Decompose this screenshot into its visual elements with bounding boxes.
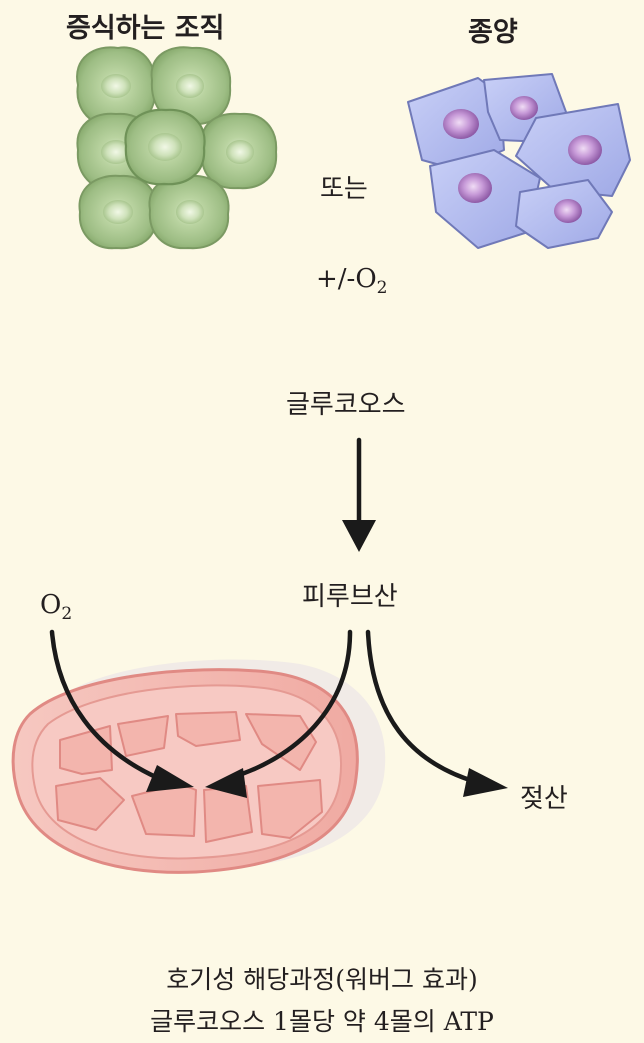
oxygen-condition-label: +/-O2 [316,264,387,298]
or-label: 또는 [320,168,368,205]
green-cell [201,114,276,188]
tumor-cells [408,74,630,248]
glucose-label: 글루코오스 [286,384,406,421]
glucose-to-pyruvate-arrowhead [342,520,376,552]
oxygen-text: O [40,590,61,620]
lactate-label: 젖산 [520,778,568,815]
oxygen-label: O2 [40,590,72,624]
green-cell [79,176,156,248]
caption-line-1: 호기성 해당과정(워버그 효과) [0,960,644,996]
oxygen-condition-text: +/-O [316,264,377,294]
oxygen-condition-subscript: 2 [377,278,388,298]
tumor-title: 종양 [468,10,518,49]
caption-line-2: 글루코오스 1몰당 약 4몰의 ATP [0,1002,644,1038]
green-cell [125,110,204,184]
proliferating-tissue-cells [77,47,276,248]
pyruvate-to-lactate-arrowhead [463,768,508,797]
green-cell [149,176,228,248]
oxygen-subscript: 2 [61,604,72,624]
pyruvate-label: 피루브산 [302,576,398,613]
proliferating-tissue-title: 증식하는 조직 [66,6,224,45]
